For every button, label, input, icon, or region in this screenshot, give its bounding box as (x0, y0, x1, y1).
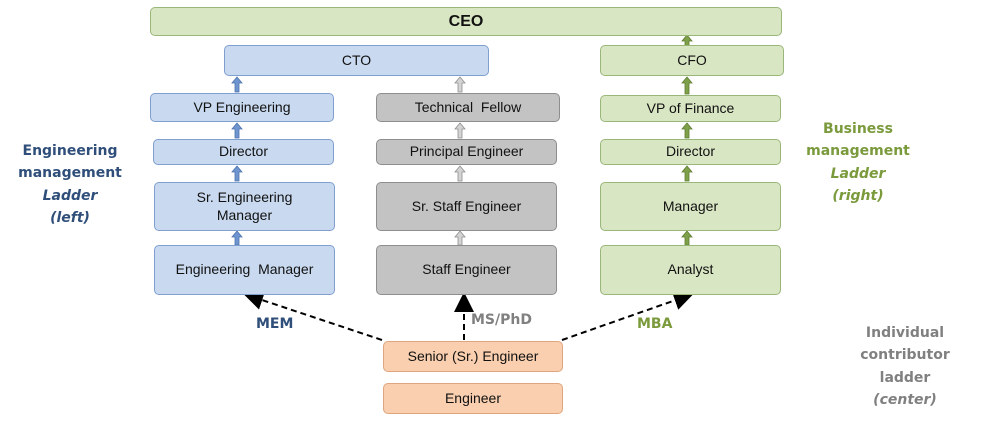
business-ladder-caption: Business management Ladder (right) (800, 118, 916, 208)
technical-fellow-box: Technical Fellow (376, 93, 560, 122)
business-ladder-title: Business management (806, 121, 910, 160)
arrow-up-icon (231, 76, 243, 93)
vp-of-finance-box: VP of Finance (600, 95, 781, 122)
ceo-box: CEO (150, 7, 782, 36)
arrow-up-icon (681, 76, 693, 95)
blue-up-arrows (231, 76, 243, 246)
path-label-mba: MBA (637, 316, 672, 332)
engineering-director-box: Director (153, 139, 334, 165)
ceo-label: CEO (448, 12, 484, 30)
dashed-paths (243, 290, 694, 341)
engineer-box: Engineer (383, 383, 563, 414)
business-director-label: Director (665, 143, 715, 160)
arrow-up-icon (231, 122, 243, 139)
engineering-manager-label: Engineering Manager (175, 261, 314, 278)
individual-ladder-caption: Individual contributor ladder (center) (850, 322, 960, 412)
path-to-analyst (561, 290, 694, 341)
individual-ladder-sub1: (center) (873, 392, 937, 409)
arrow-up-icon (681, 122, 693, 139)
engineer-label: Engineer (444, 389, 502, 406)
arrow-up-icon (454, 122, 466, 139)
path-label-mem: MEM (256, 316, 293, 332)
business-ladder-sub1: Ladder (830, 165, 886, 182)
engineering-ladder-title: Engineering management (18, 143, 122, 182)
ms-phd-text: MS/PhD (471, 312, 532, 328)
cfo-label: CFO (677, 51, 707, 68)
arrow-up-icon (454, 165, 466, 182)
mem-text: MEM (256, 316, 294, 332)
vp-engineering-label: VP Engineering (193, 98, 291, 115)
arrow-up-icon (681, 230, 693, 246)
sr-staff-engineer-label: Sr. Staff Engineer (411, 197, 522, 214)
principal-engineer-label: Principal Engineer (409, 143, 524, 160)
senior-engineer-label: Senior (Sr.) Engineer (407, 347, 539, 364)
arrow-up-icon (231, 230, 243, 246)
individual-ladder-title: Individual contributor ladder (860, 325, 950, 386)
sr-engineering-manager-box: Sr. Engineering Manager (154, 182, 335, 231)
business-director-box: Director (600, 139, 781, 165)
business-manager-label: Manager (662, 197, 719, 214)
sr-engineering-manager-label: Sr. Engineering Manager (196, 189, 293, 223)
engineering-manager-box: Engineering Manager (154, 245, 335, 295)
cfo-box: CFO (600, 45, 784, 76)
principal-engineer-box: Principal Engineer (376, 139, 557, 165)
staff-engineer-box: Staff Engineer (376, 245, 557, 295)
vp-engineering-box: VP Engineering (150, 93, 334, 122)
path-to-engineering-manager (243, 290, 383, 341)
cto-label: CTO (341, 51, 372, 68)
vp-of-finance-label: VP of Finance (646, 99, 735, 116)
analyst-label: Analyst (667, 261, 714, 278)
senior-engineer-box: Senior (Sr.) Engineer (383, 341, 563, 372)
engineering-director-label: Director (218, 143, 268, 160)
path-label-ms-phd: MS/PhD (471, 312, 532, 328)
arrow-up-icon (454, 230, 466, 246)
business-ladder-sub2: (right) (832, 188, 884, 205)
arrow-up-icon (454, 76, 466, 93)
cto-box: CTO (224, 45, 489, 76)
analyst-box: Analyst (600, 245, 781, 295)
arrow-up-icon (231, 165, 243, 182)
technical-fellow-label: Technical Fellow (414, 98, 522, 115)
engineering-ladder-sub2: (left) (50, 210, 90, 227)
engineering-ladder-caption: Engineering management Ladder (left) (12, 140, 128, 230)
engineering-ladder-sub1: Ladder (42, 187, 98, 204)
business-manager-box: Manager (600, 182, 781, 231)
arrow-up-icon (681, 165, 693, 182)
grey-up-arrows (454, 76, 466, 246)
sr-staff-engineer-box: Sr. Staff Engineer (376, 182, 557, 231)
mba-text: MBA (637, 316, 673, 332)
staff-engineer-label: Staff Engineer (422, 261, 511, 278)
